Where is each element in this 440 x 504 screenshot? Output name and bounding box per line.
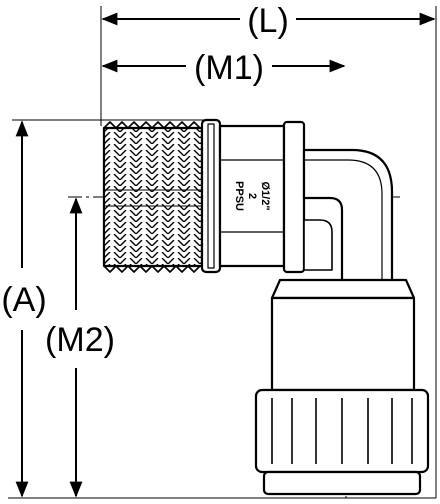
collar-ring-inner xyxy=(207,123,215,269)
socket-body xyxy=(270,296,416,392)
thread-body xyxy=(102,126,204,268)
dim-label-M2: (M2) xyxy=(45,321,115,359)
base-ring xyxy=(262,470,422,496)
elbow-fitting xyxy=(102,118,430,496)
body-shoulder xyxy=(270,278,416,300)
flange-plate xyxy=(282,120,306,274)
elbow-inner-curve xyxy=(304,159,383,280)
part-marking: Ø1/2" 2 PPSU xyxy=(233,181,271,211)
dim-label-M1: (M1) xyxy=(194,49,264,87)
thread-crests-bottom xyxy=(103,265,201,273)
threaded-end xyxy=(102,121,204,273)
elbow-web xyxy=(303,219,333,271)
thread-crests-top xyxy=(103,121,201,129)
marking-size: Ø1/2" xyxy=(259,181,271,210)
hex-body xyxy=(218,124,286,268)
dimension-lines xyxy=(15,12,436,498)
dim-label-L: (L) xyxy=(247,2,289,40)
marking-material: PPSU xyxy=(233,181,245,211)
dim-label-A: (A) xyxy=(1,281,46,319)
nut-ribs xyxy=(271,398,413,464)
marking-number: 2 xyxy=(246,193,258,199)
